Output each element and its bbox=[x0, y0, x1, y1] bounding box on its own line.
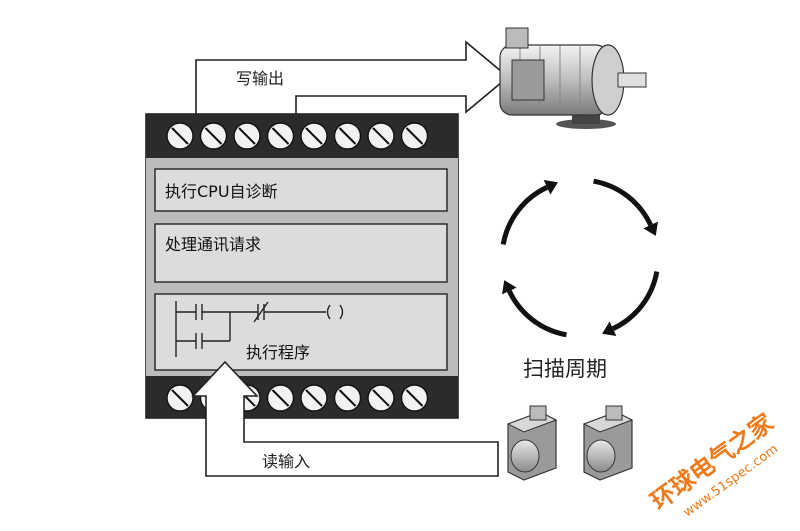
scan-cycle-label: 扫描周期 bbox=[523, 357, 607, 381]
bottom-terminals bbox=[166, 384, 429, 412]
ladder-diagram bbox=[175, 301, 344, 357]
panel-comm-requests bbox=[154, 223, 448, 283]
panel-cpu-self-diagnosis-label: 执行CPU自诊断 bbox=[165, 182, 278, 201]
panel-cpu-self-diagnosis bbox=[154, 168, 448, 212]
scan-cycle-arc bbox=[593, 178, 653, 227]
top-terminal-screw bbox=[300, 122, 328, 150]
scan-cycle-arrows bbox=[500, 178, 660, 338]
scan-cycle-arrowhead bbox=[543, 180, 558, 195]
top-terminals bbox=[166, 122, 429, 150]
scan-cycle-arc bbox=[507, 289, 567, 338]
bottom-terminal-screw bbox=[333, 384, 362, 412]
top-terminal-screw bbox=[400, 122, 429, 150]
bottom-terminal-screw bbox=[166, 384, 194, 412]
pushbutton-icon-right bbox=[582, 405, 634, 481]
bottom-terminal-screw bbox=[400, 384, 429, 412]
top-terminal-screw bbox=[367, 122, 395, 150]
scan-cycle-arrowhead bbox=[502, 280, 517, 295]
motor-icon bbox=[499, 27, 647, 129]
top-terminal-screw bbox=[166, 122, 194, 150]
scan-cycle-arrowhead bbox=[602, 321, 617, 336]
bottom-terminal-screw bbox=[266, 384, 295, 412]
top-terminal-screw bbox=[333, 122, 362, 150]
bottom-terminal-screw bbox=[367, 384, 395, 412]
read-input-label: 读输入 bbox=[262, 452, 310, 471]
top-terminal-screw bbox=[266, 122, 295, 150]
top-terminal-screw bbox=[199, 122, 228, 150]
panel-execute-program bbox=[154, 293, 448, 371]
pushbutton-icon-left bbox=[506, 405, 558, 481]
scan-cycle-arrowhead bbox=[643, 221, 658, 236]
top-terminal-screw bbox=[233, 122, 261, 150]
scan-cycle-arc bbox=[611, 271, 660, 331]
watermark: 环球电气之家 www.51spec.com bbox=[646, 408, 782, 520]
panel-execute-program-label: 执行程序 bbox=[246, 343, 310, 362]
plc-body: 执行CPU自诊断 处理通讯请求 执行程序 bbox=[145, 113, 459, 419]
read-input-arrow bbox=[191, 360, 499, 477]
bottom-terminal-screw bbox=[300, 384, 328, 412]
write-output-label: 写输出 bbox=[236, 69, 284, 88]
panel-comm-requests-label: 处理通讯请求 bbox=[165, 235, 261, 254]
scan-cycle-arc bbox=[500, 185, 549, 245]
